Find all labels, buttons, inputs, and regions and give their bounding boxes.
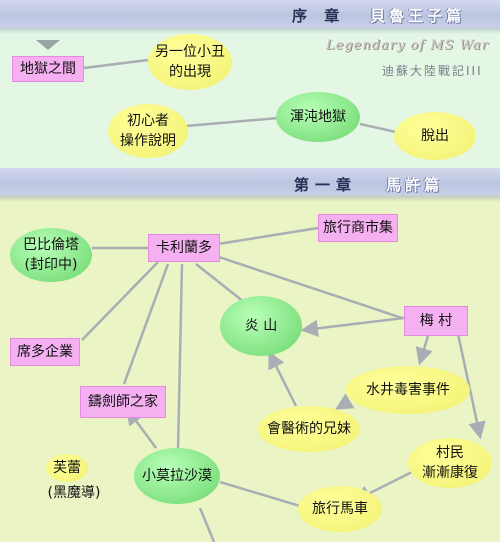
back-arrow-icon[interactable] xyxy=(36,40,60,50)
node-chaos-hell[interactable]: 渾沌地獄 xyxy=(276,92,360,142)
node-market[interactable]: 旅行商市集 xyxy=(318,214,398,242)
link-desert-down xyxy=(198,507,216,542)
node-babylon-tower[interactable]: 巴比倫塔(封印中) xyxy=(10,228,92,282)
link-carlido-to-village xyxy=(215,254,403,320)
link-siblings-to-flame xyxy=(268,350,298,407)
node-carriage[interactable]: 旅行馬車 xyxy=(298,486,382,532)
link-desert-to-carriage xyxy=(219,480,301,508)
link-hell-to-clown xyxy=(83,58,149,70)
node-escape[interactable]: 脫出 xyxy=(394,112,476,160)
link-carlido-to-smith xyxy=(122,263,170,385)
link-chaos-to-escape xyxy=(359,122,397,134)
node-plum-village[interactable]: 梅 村 xyxy=(404,306,468,336)
node-poison-incident[interactable]: 水井毒害事件 xyxy=(346,366,470,414)
prologue-subtitle: 貝魯王子篇 xyxy=(370,7,466,25)
node-seto-company[interactable]: 席多企業 xyxy=(10,338,80,366)
node-mozlah-desert[interactable]: 小莫拉沙漠 xyxy=(134,448,220,504)
node-flame-mountain[interactable]: 炎 山 xyxy=(220,296,302,356)
node-tutorial[interactable]: 初心者操作說明 xyxy=(108,104,188,158)
prologue-title: 序 章 xyxy=(292,7,346,25)
link-village-to-flame xyxy=(300,316,405,338)
link-village-to-poison xyxy=(415,335,433,366)
link-tutorial-to-chaos xyxy=(185,116,279,128)
node-hell[interactable]: 地獄之間 xyxy=(12,56,84,82)
node-swordsmith-house[interactable]: 鑄劍師之家 xyxy=(80,386,166,418)
link-carlido-to-desert xyxy=(176,263,184,451)
node-fuyong-b[interactable]: (黑魔導) xyxy=(47,485,101,501)
game-logo-subtitle: 迪蘇大陸戰記III xyxy=(382,64,483,78)
node-fuyong-a[interactable]: 芙蕾 xyxy=(46,454,88,482)
node-healer-siblings[interactable]: 會醫術的兄妹 xyxy=(258,406,360,452)
node-carlido[interactable]: 卡利蘭多 xyxy=(148,234,220,262)
link-carlido-to-market xyxy=(217,226,319,246)
chapter-one-subtitle: 馬許篇 xyxy=(386,176,444,194)
chapter-one-title: 第一章 xyxy=(294,176,358,194)
chapter-one-header xyxy=(0,168,500,196)
prologue-header xyxy=(0,0,500,28)
node-clown[interactable]: 另一位小丑的出現 xyxy=(148,34,232,90)
node-villagers-recover[interactable]: 村民漸漸康復 xyxy=(408,438,492,488)
game-logo: Legendary of MS War xyxy=(326,38,489,53)
link-carlido-to-seto xyxy=(81,261,159,341)
link-carlido-to-flame xyxy=(195,263,245,303)
link-poison-to-siblings xyxy=(334,393,355,410)
